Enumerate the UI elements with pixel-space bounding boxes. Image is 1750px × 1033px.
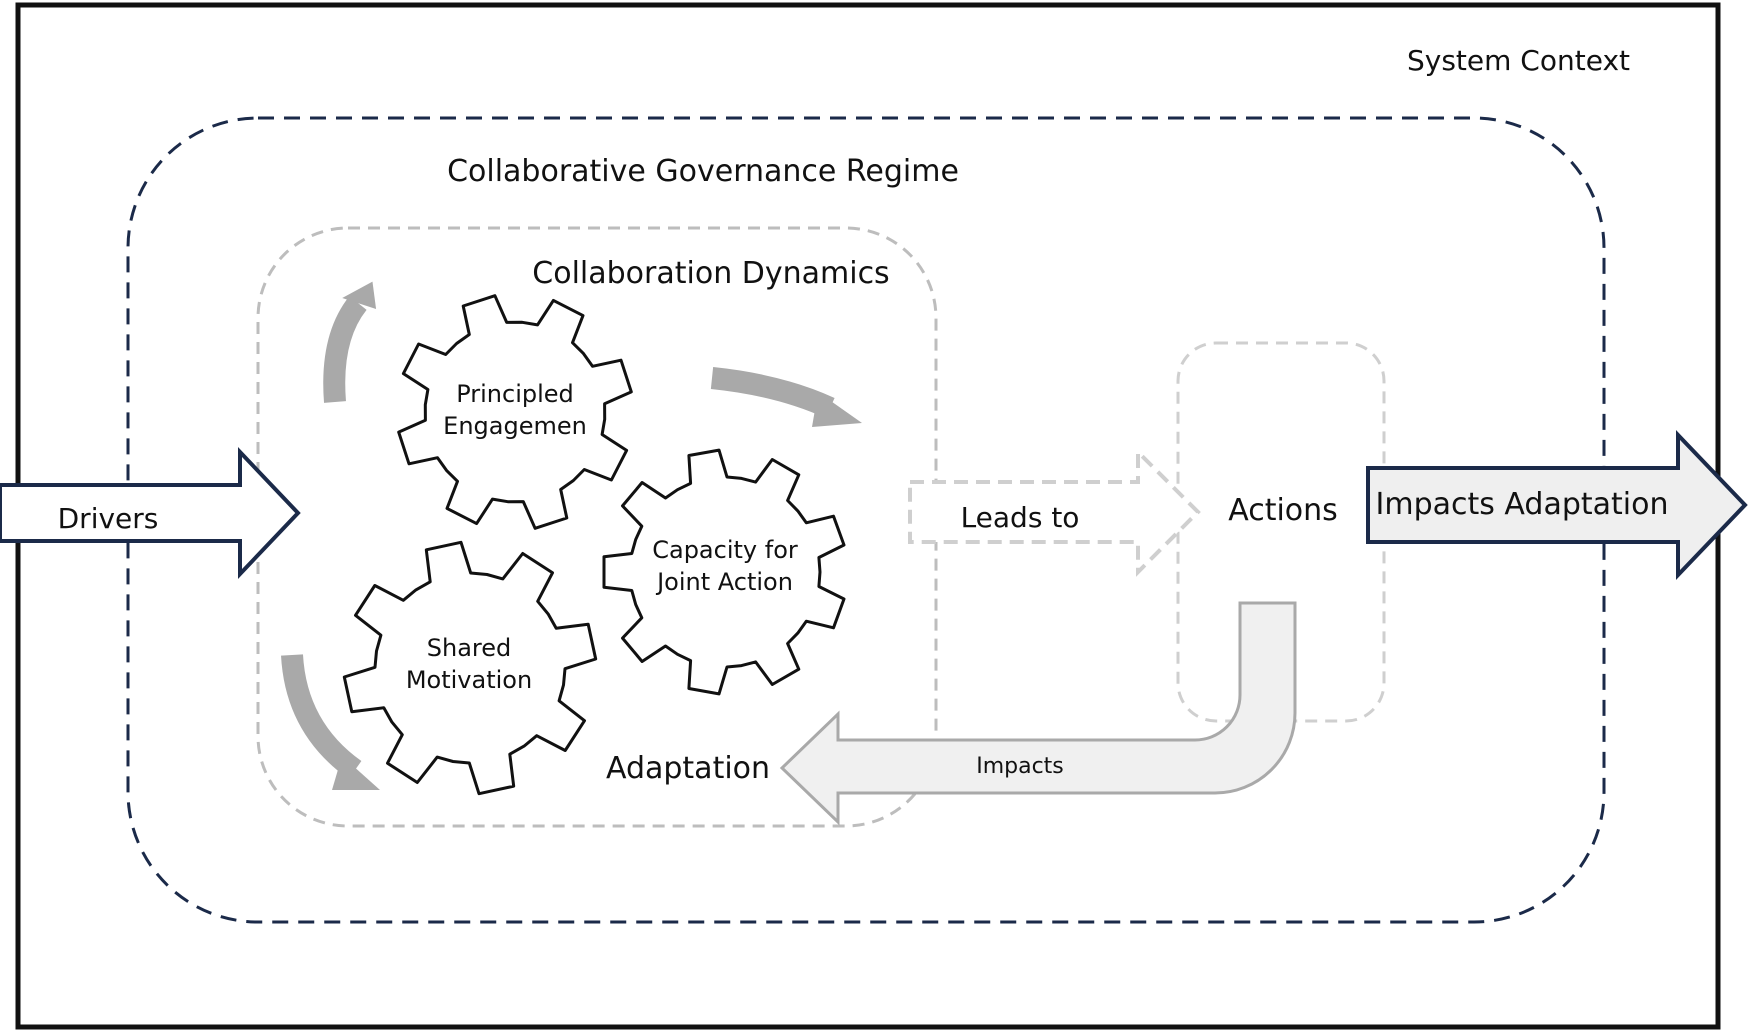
- impacts-adaptation-arrow: [1366, 430, 1748, 580]
- capacity-joint-action-label-1: Capacity for: [652, 536, 798, 564]
- impacts-return-arrow: [779, 601, 1297, 826]
- drivers-label: Drivers: [58, 502, 159, 535]
- leads-to-label: Leads to: [961, 501, 1080, 534]
- collaboration-dynamics-label: Collaboration Dynamics: [532, 256, 889, 291]
- cycle-arrows: [281, 281, 862, 790]
- shared-motivation-label-1: Shared: [427, 634, 512, 662]
- curved-arrow-icon: [281, 654, 362, 779]
- system-context-label: System Context: [1407, 44, 1630, 77]
- curved-arrow-icon: [323, 296, 367, 403]
- capacity-joint-action-gear-icon: [602, 448, 846, 696]
- gears-group: [342, 294, 846, 796]
- impacts-label: Impacts: [976, 754, 1064, 779]
- drivers-arrow: [0, 446, 301, 580]
- capacity-joint-action-label-2: Joint Action: [655, 568, 793, 596]
- actions-label: Actions: [1228, 493, 1338, 528]
- impacts-adaptation-label: Impacts Adaptation: [1376, 487, 1669, 522]
- curved-arrow-icon: [710, 367, 835, 419]
- shared-motivation-gear-icon: [342, 540, 598, 796]
- adaptation-label: Adaptation: [606, 751, 770, 786]
- governance-regime-label: Collaborative Governance Regime: [447, 154, 959, 189]
- leads-to-arrow: [908, 447, 1201, 577]
- curved-arrow-head-icon: [332, 756, 380, 790]
- principled-engagement-label-2: Engagemen: [443, 412, 587, 440]
- curved-arrow-head-icon: [342, 281, 377, 310]
- shared-motivation-label-2: Motivation: [406, 666, 532, 694]
- curved-arrow-head-icon: [812, 392, 862, 427]
- principled-engagement-gear-icon: [397, 294, 633, 530]
- principled-engagement-label-1: Principled: [456, 380, 574, 408]
